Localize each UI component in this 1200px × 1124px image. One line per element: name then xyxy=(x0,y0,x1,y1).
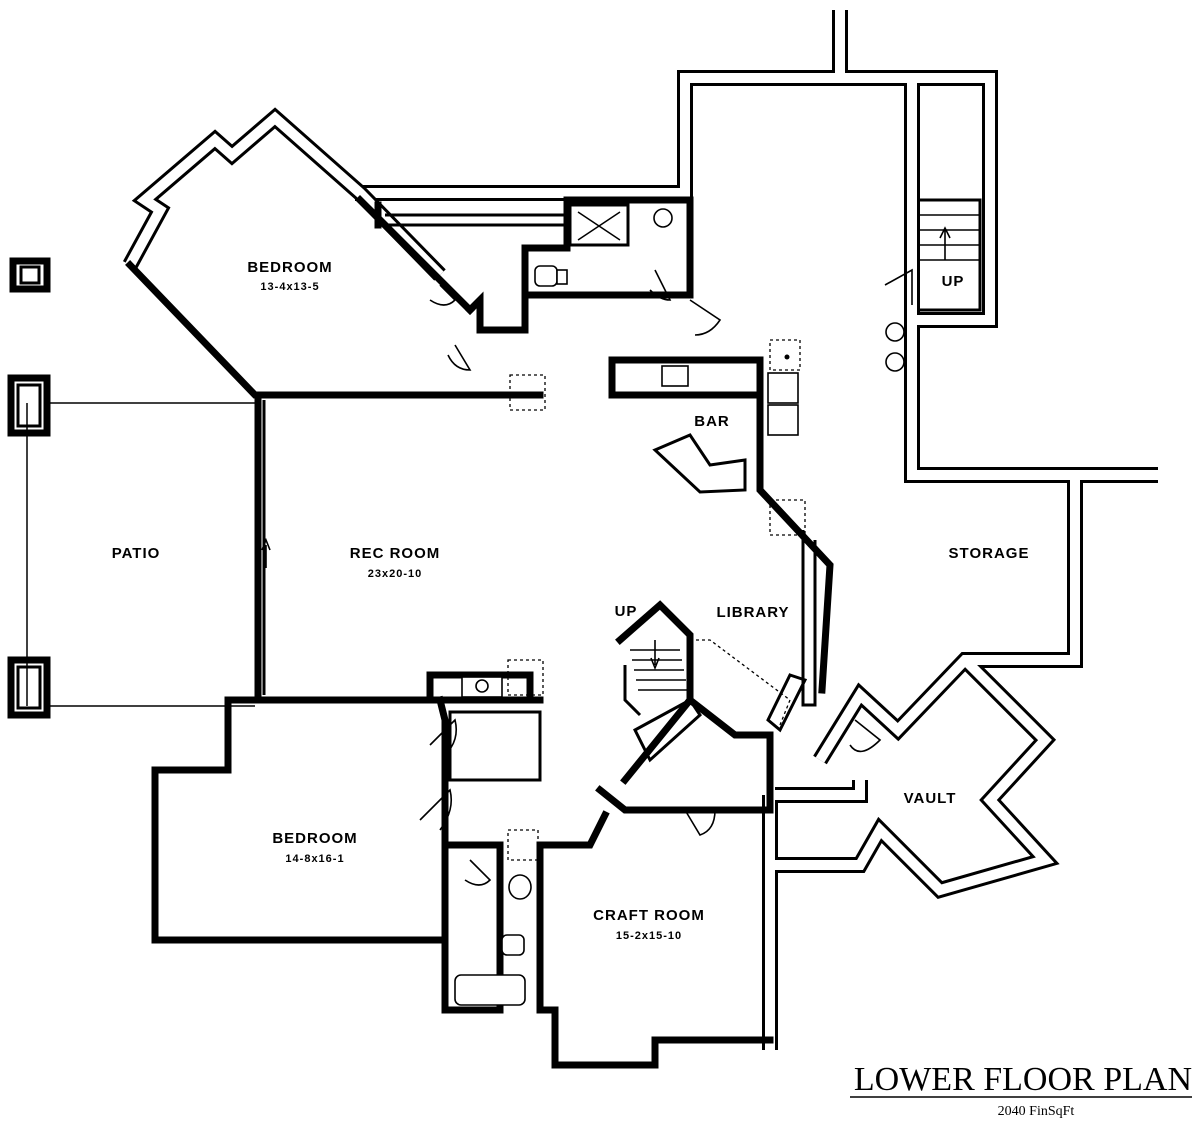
room-label-library: LIBRARY xyxy=(716,604,789,621)
upper-bath-walls xyxy=(385,196,694,334)
upper-bedroom-walls xyxy=(122,107,544,399)
library-walls xyxy=(595,530,817,814)
room-label-rec-room: REC ROOM xyxy=(350,545,441,562)
sliding-door-arrow-icon xyxy=(261,537,271,568)
lower-bedroom-walls xyxy=(151,659,544,1014)
patio-columns xyxy=(7,257,51,719)
bar-walls xyxy=(509,339,834,694)
room-label-bedroom-upper: BEDROOM xyxy=(247,259,332,276)
room-dims-bedroom-lower: 14-8x16-1 xyxy=(285,853,344,865)
room-dims-craft-room: 15-2x15-10 xyxy=(616,930,682,942)
room-label-bedroom-lower: BEDROOM xyxy=(272,830,357,847)
door-swings xyxy=(419,269,882,886)
plan-title: LOWER FLOOR PLAN xyxy=(854,1061,1192,1098)
stair-label-library: UP xyxy=(615,603,638,620)
room-label-craft-room: CRAFT ROOM xyxy=(593,907,705,924)
stair-arrow-library-icon xyxy=(650,640,660,671)
room-dims-bedroom-upper: 13-4x13-5 xyxy=(260,281,319,293)
plan-subtitle: 2040 FinSqFt xyxy=(998,1104,1075,1119)
foundation-walls xyxy=(355,10,1158,1050)
room-label-vault: VAULT xyxy=(904,790,957,807)
room-label-storage: STORAGE xyxy=(949,545,1030,562)
stair-arrow-up-icon xyxy=(939,226,951,260)
stair-label-storage: UP xyxy=(942,273,965,290)
storage-stair xyxy=(884,198,982,372)
room-dims-rec-room: 23x20-10 xyxy=(368,568,423,580)
rec-room-walls xyxy=(26,391,266,707)
craft-room-walls xyxy=(536,810,774,1069)
room-label-bar: BAR xyxy=(694,413,730,430)
room-label-patio: PATIO xyxy=(112,545,161,562)
